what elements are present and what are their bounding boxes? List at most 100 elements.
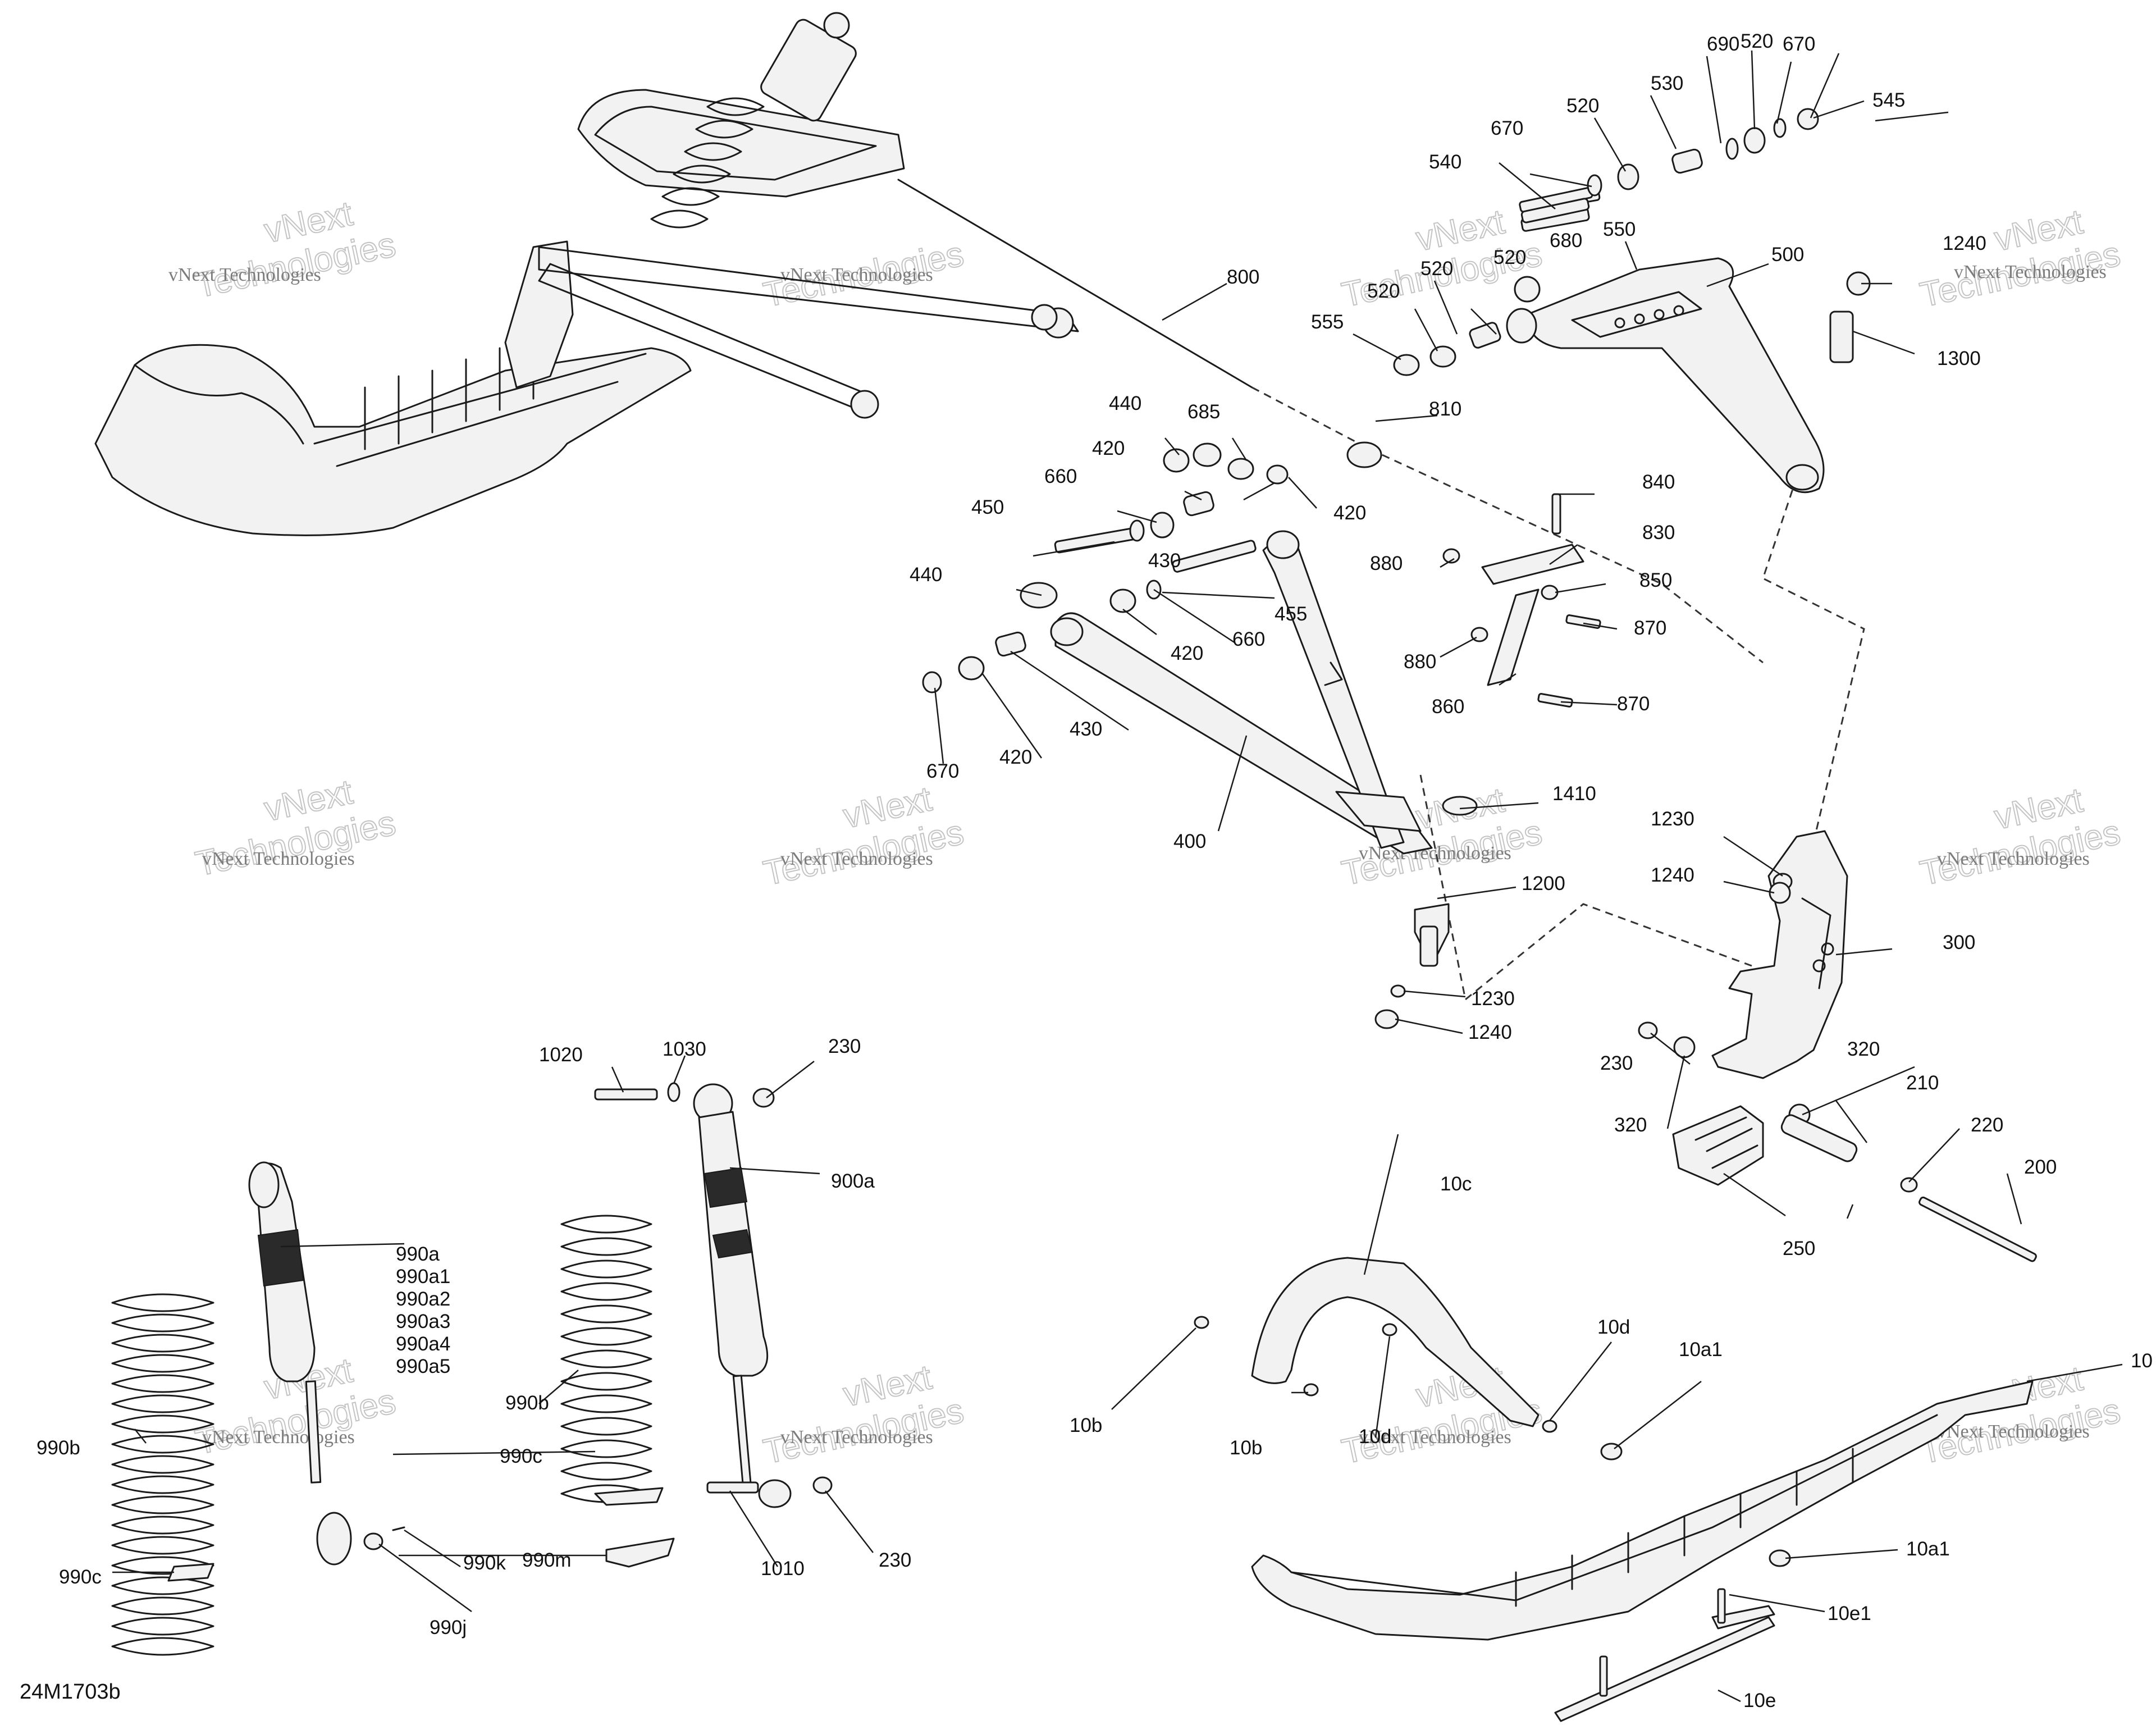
callout-1010: 1010 xyxy=(761,1558,805,1580)
watermark: Technologies vNext vNext Technologies xyxy=(760,779,967,893)
callout-520: 520 xyxy=(1493,247,1526,268)
callout-830: 830 xyxy=(1642,522,1675,544)
callout-10: 10 xyxy=(2131,1350,2153,1372)
callout-420: 420 xyxy=(1333,502,1366,524)
callout-545: 545 xyxy=(1872,89,1905,111)
watermark: Technologies vNext Technologies xyxy=(760,234,967,316)
callout-990j: 990j xyxy=(430,1617,467,1639)
assembled-upper-a-arm xyxy=(577,89,905,198)
callout-440: 440 xyxy=(910,564,942,586)
watermark: Technologies vNext vNext Technologies xyxy=(191,772,399,884)
callout-555: 555 xyxy=(1311,311,1344,333)
callout-10d: 10d xyxy=(1597,1316,1630,1338)
callout-990a3: 990a3 xyxy=(396,1311,450,1332)
callout-990a1: 990a1 xyxy=(396,1266,450,1288)
upper-arm-hardware xyxy=(1346,108,1871,468)
callout-520: 520 xyxy=(1367,280,1400,302)
callout-labels: 800 810 840 830 850 870 870 880 880 860 … xyxy=(36,30,2153,1712)
callout-1300: 1240 xyxy=(1943,232,1986,254)
callout-10d: 10d xyxy=(1359,1426,1391,1448)
callout-870: 870 xyxy=(1634,617,1666,639)
callout-550: 550 xyxy=(1603,218,1636,240)
callout-900a: 900a xyxy=(831,1170,875,1192)
callout-880: 880 xyxy=(1404,651,1436,673)
callout-1240: 1240 xyxy=(1468,1021,1512,1043)
svg-text:vNext Technologies: vNext Technologies xyxy=(780,848,933,869)
svg-text:vNext Technologies: vNext Technologies xyxy=(780,1427,933,1448)
callout-685: 670 xyxy=(926,760,959,782)
callout-230: 230 xyxy=(1600,1052,1633,1074)
callout-670: 680 xyxy=(1550,230,1582,252)
svg-text:vNext Technologies: vNext Technologies xyxy=(1359,1427,1511,1448)
callout-800: 800 xyxy=(1227,266,1259,288)
callout-430: 430 xyxy=(1070,718,1102,740)
callout-990k: 990k xyxy=(463,1552,506,1574)
callout-1200: 1200 xyxy=(1522,873,1565,895)
watermark: Technologies vNext vNext Technologies xyxy=(760,1357,967,1472)
assembled-ski xyxy=(94,344,692,536)
spindle-300 xyxy=(1711,830,1848,1079)
callout-670: 670 xyxy=(1491,117,1523,139)
callout-860: 860 xyxy=(1432,696,1464,718)
callout-230: 230 xyxy=(879,1549,911,1571)
callout-520: 520 xyxy=(1741,30,1773,52)
svg-text:vNext Technologies: vNext Technologies xyxy=(1937,1421,2090,1442)
assembled-suspension xyxy=(94,12,1253,536)
callout-840: 840 xyxy=(1642,471,1675,493)
svg-text:vNext Technologies: vNext Technologies xyxy=(202,848,355,869)
callout-520: 520 xyxy=(1566,95,1599,117)
ski-body xyxy=(1251,1380,2034,1641)
callout-1230: 1230 xyxy=(1471,988,1515,1010)
lower-a-arm-400 xyxy=(1050,530,1433,855)
watermark: Technologies vNext vNext Technologies xyxy=(1916,780,2124,893)
svg-text:vNext Technologies: vNext Technologies xyxy=(1937,848,2090,869)
callout-990a5: 990a5 xyxy=(396,1356,450,1377)
callout-990a4: 990a4 xyxy=(396,1333,450,1355)
svg-text:vNext Technologies: vNext Technologies xyxy=(168,264,321,285)
callout-1400: 1300 xyxy=(1937,348,1981,369)
sway-link xyxy=(1442,493,1601,708)
callout-690: 690 xyxy=(1707,33,1739,55)
callout-430: 430 xyxy=(1148,550,1181,572)
callout-680: 685 xyxy=(1187,401,1220,423)
spring-990b-center xyxy=(560,1215,675,1568)
callout-530: 520 xyxy=(1420,258,1453,280)
callout-320: 320 xyxy=(1614,1114,1647,1136)
assembly-lines xyxy=(1251,386,1865,1001)
callout-990c: 990c xyxy=(59,1566,102,1588)
callout-1240: 1240 xyxy=(1651,864,1694,886)
watermark: Technologies vNext vNext Technologies xyxy=(1916,202,2124,315)
svg-text:vNext Technologies: vNext Technologies xyxy=(780,264,933,285)
callout-990m: 990m xyxy=(522,1549,572,1571)
callout-1230: 1230 xyxy=(1651,808,1694,830)
callout-420: 420 xyxy=(1092,437,1125,459)
callout-300: 300 xyxy=(1943,932,1975,953)
callout-10a1: 10a1 xyxy=(1906,1538,1950,1560)
callout-10a1: 10a1 xyxy=(1679,1339,1723,1361)
ski-handle-10c xyxy=(1251,1257,1540,1427)
callout-450: 450 xyxy=(971,496,1004,518)
callout-870: 870 xyxy=(1617,693,1650,715)
callout-850: 850 xyxy=(1639,569,1672,591)
callout-990a: 990a xyxy=(396,1243,440,1265)
callout-990b: 990b xyxy=(505,1392,549,1414)
callout-530: 530 xyxy=(1651,72,1683,94)
callout-990a2: 990a2 xyxy=(396,1288,450,1310)
shock-990a xyxy=(248,1161,405,1566)
svg-text:vNext Technologies: vNext Technologies xyxy=(202,1427,355,1448)
callout-660: 660 xyxy=(1044,466,1077,487)
upper-a-arm-500 xyxy=(1506,257,1825,494)
callout-420: 420 xyxy=(999,746,1032,768)
document-id: 24M1703b xyxy=(20,1680,121,1704)
callout-455: 455 xyxy=(1275,603,1307,625)
callout-540: 540 xyxy=(1429,151,1461,173)
callout-10b: 10b xyxy=(1230,1437,1262,1459)
callout-10c: 10c xyxy=(1440,1173,1472,1195)
watermarks: Technologies vNext vNext Technologies Te… xyxy=(168,194,2124,1472)
callout-1020: 1020 xyxy=(539,1044,583,1066)
callout-810: 810 xyxy=(1429,398,1461,420)
callout-10e: 10e xyxy=(1743,1690,1776,1712)
spring-990b-left xyxy=(111,1293,214,1656)
callout-1410: 1410 xyxy=(1552,783,1596,805)
